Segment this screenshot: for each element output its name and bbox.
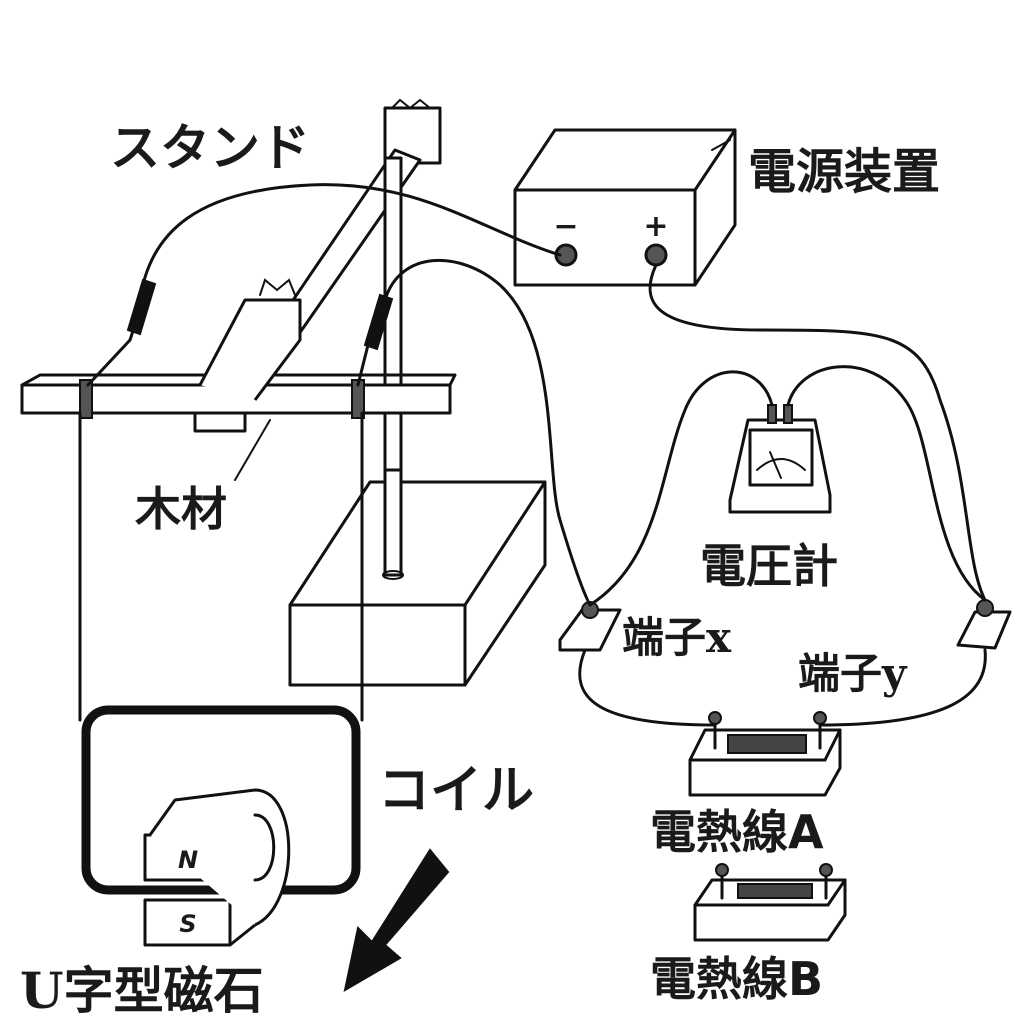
label-terminal-x: 端子x: [622, 613, 732, 662]
plus-terminal: [644, 243, 668, 267]
plus-sign: +: [643, 209, 668, 244]
magnet-north-label: N: [178, 846, 198, 874]
heater-b: [693, 863, 847, 942]
label-coil: コイル: [378, 761, 534, 821]
arrow-down-left-icon: [343, 848, 450, 992]
label-heater-a: 電熱線A: [650, 805, 824, 859]
u-magnet: N S: [143, 788, 291, 947]
label-stand: スタンド: [110, 119, 310, 177]
power-supply: − +: [513, 128, 737, 287]
label-terminal-y: 端子y: [798, 649, 908, 698]
label-heater-b: 電熱線B: [650, 952, 823, 1006]
wires: [86, 183, 987, 727]
power-supply-body: [513, 128, 737, 287]
stand-base: [288, 480, 547, 687]
wood-bar-front: [20, 383, 452, 415]
heater-a: [688, 711, 842, 797]
wood-bracket: [198, 298, 302, 401]
voltmeter: [728, 404, 832, 514]
terminal-y: [956, 599, 1012, 650]
magnet-south-label: S: [179, 910, 196, 938]
label-magnet: U字型磁石: [20, 961, 264, 1020]
wood-bar: [20, 278, 457, 481]
minus-sign: −: [553, 209, 578, 244]
label-power-supply: 電源装置: [748, 144, 940, 200]
label-voltmeter: 電圧計: [700, 539, 838, 593]
label-wood: 木材: [135, 482, 227, 536]
terminal-x: [558, 601, 622, 652]
